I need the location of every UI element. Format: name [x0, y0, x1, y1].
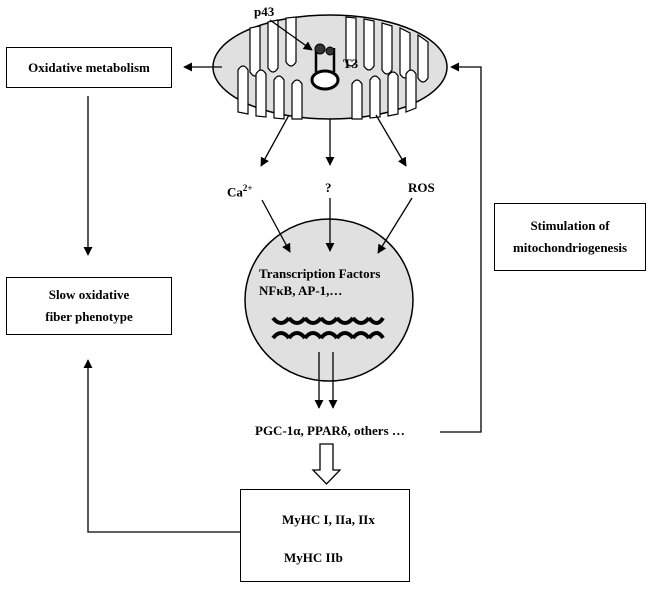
ca-superscript: 2+ [242, 183, 253, 193]
nucleus [244, 218, 414, 382]
stimulation-box: Stimulation of mitochondriogenesis [494, 203, 646, 271]
transcription-factors-label: Transcription Factors [259, 266, 381, 281]
dna-helix [271, 316, 385, 340]
myhc-down-label: MyHC IIb [284, 550, 343, 565]
slow-oxidative-line2: fiber phenotype [45, 309, 133, 324]
cristae [237, 16, 429, 120]
ca-text: Ca [227, 184, 243, 200]
pgc-label: PGC-1α, PPARδ, others … [255, 423, 405, 438]
ros-label: ROS [408, 180, 435, 195]
myhc-box [240, 489, 410, 582]
stimulation-line2: mitochondriogenesis [512, 240, 628, 255]
myhc-up-label: MyHC I, IIa, IIx [282, 512, 375, 527]
arrow-ca-to-nucleus [261, 199, 291, 253]
stimulation-line1: Stimulation of [530, 218, 610, 233]
p43-label: p43 [254, 4, 275, 19]
slow-oxidative-box: Slow oxidative fiber phenotype [6, 277, 172, 335]
oxidative-metabolism-label: Oxidative metabolism [28, 59, 150, 75]
feedback-arrow [440, 62, 482, 433]
arrow-ros-to-nucleus [377, 197, 413, 254]
question-label: ? [325, 180, 332, 195]
slow-oxidative-line1: Slow oxidative [48, 287, 130, 302]
p43-arrow [269, 19, 313, 51]
arrow-myhc-to-slow [83, 359, 240, 533]
arrow-to-ca [260, 114, 290, 167]
transcription-factors-list: NFκB, AP-1,… [259, 283, 343, 298]
t3-label: T3 [343, 56, 359, 71]
oxidative-metabolism-box: Oxidative metabolism [6, 47, 172, 88]
mitochondrion [212, 14, 448, 120]
ca-label: Ca2+ [227, 180, 253, 200]
hollow-arrow [311, 443, 342, 485]
arrow-to-ros [375, 114, 407, 167]
